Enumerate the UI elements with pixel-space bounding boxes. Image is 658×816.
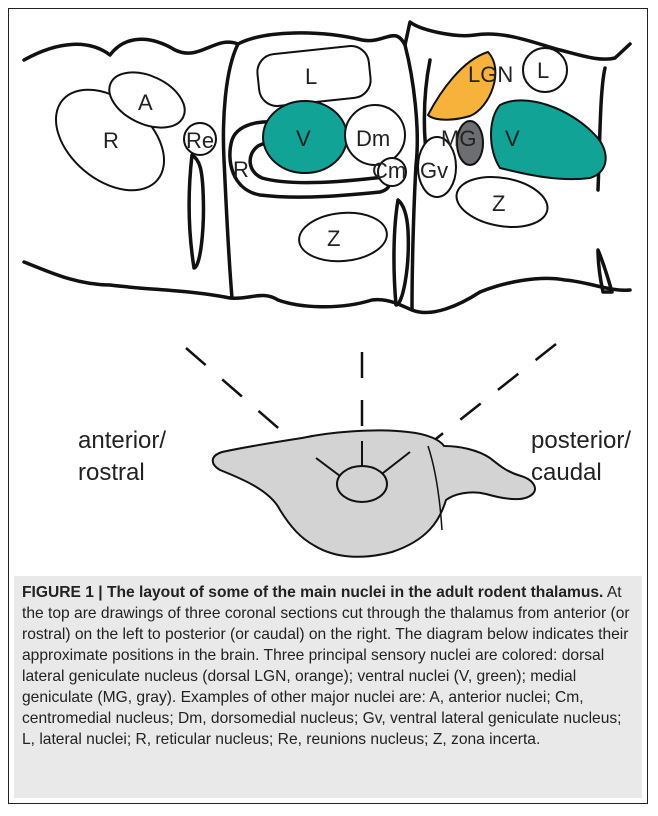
label-middle-Z: Z (327, 226, 340, 251)
label-posterior-MG: MG (441, 126, 476, 151)
caption-title: FIGURE 1 | The layout of some of the mai… (22, 584, 603, 601)
brain-silhouette (213, 430, 535, 556)
label-posterior-V: V (505, 126, 520, 151)
label-anterior-R: R (103, 128, 119, 153)
dash-line-left (186, 348, 292, 440)
sections-bottom-outline (24, 262, 630, 312)
thalamus-diagram: A R Re L V Dm R Cm Z LGN L MG V Gv Z ant… (0, 0, 658, 560)
label-middle-R: R (233, 157, 249, 182)
label-anterior-A: A (138, 90, 153, 115)
orientation-caudal: caudal (531, 459, 602, 486)
label-posterior-L: L (537, 58, 549, 83)
middle-stalk (394, 200, 408, 305)
middle-Z-nucleus (297, 209, 389, 264)
orientation-posterior: posterior/ (531, 427, 631, 454)
orientation-anterior: anterior/ (78, 427, 166, 454)
right-edge-lower (598, 250, 612, 292)
orientation-rostral: rostral (78, 459, 145, 486)
label-posterior-LGN: LGN (468, 62, 513, 87)
label-anterior-Re: Re (186, 128, 214, 153)
label-middle-Dm: Dm (356, 126, 390, 151)
label-middle-V: V (296, 126, 311, 151)
label-middle-L: L (305, 64, 317, 89)
re-stalk (189, 155, 203, 268)
label-posterior-Gv: Gv (420, 158, 448, 183)
label-middle-Cm: Cm (372, 158, 406, 183)
figure-caption: FIGURE 1 | The layout of some of the mai… (22, 582, 634, 750)
caption-body: At the top are drawings of three coronal… (22, 584, 630, 748)
label-posterior-Z: Z (492, 191, 505, 216)
